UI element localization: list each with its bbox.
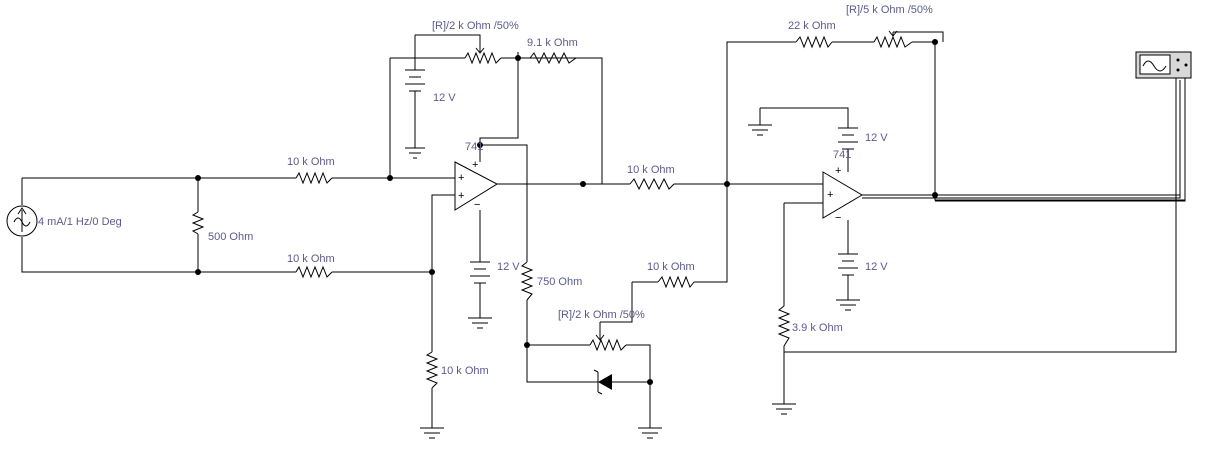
opamp-1: + + + − (454, 159, 499, 211)
ground-symbols (405, 124, 860, 439)
battery-4-symbol (838, 253, 858, 288)
source-label: 4 mA/1 Hz/0 Deg (38, 216, 122, 228)
battery-3-symbol (838, 127, 858, 165)
svg-text:−: − (474, 199, 480, 211)
labels: 4 mA/1 Hz/0 Deg 500 Ohm 10 k Ohm 10 k Oh… (38, 4, 933, 377)
svg-text:+: + (458, 190, 464, 202)
resistor-10k-top-symbol (295, 171, 333, 185)
battery-3-label: 12 V (865, 132, 888, 144)
resistor-22k-label: 22 k Ohm (788, 20, 836, 32)
potentiometer-3-label: [R]/5 k Ohm /50% (846, 4, 933, 16)
resistor-500-label: 500 Ohm (208, 231, 253, 243)
resistor-symbols (191, 35, 833, 389)
svg-text:+: + (472, 159, 478, 171)
resistor-750-label: 750 Ohm (537, 276, 582, 288)
resistor-3-9k-symbol (777, 305, 791, 347)
resistor-22k-symbol (795, 35, 833, 49)
resistor-10k-zener-label: 10 k Ohm (647, 261, 695, 273)
potentiometer-1-symbol (464, 51, 502, 65)
potentiometer-2-symbol (589, 338, 627, 352)
opamp-2-label: 741 (833, 149, 851, 161)
resistor-10k-mid-label: 10 k Ohm (627, 164, 675, 176)
resistor-750-symbol (520, 261, 534, 301)
svg-text:+: + (458, 172, 464, 184)
resistor-500-symbol (191, 211, 205, 235)
oscilloscope-icon[interactable] (1135, 51, 1192, 79)
svg-text:+: + (827, 189, 833, 201)
resistor-10k-ground-symbol (425, 351, 439, 389)
zener-diode (593, 369, 612, 395)
battery-2-label: 12 V (497, 261, 520, 273)
resistor-10k-bottom-label: 10 k Ohm (287, 253, 335, 265)
svg-text:−: − (835, 212, 841, 224)
resistor-10k-mid-symbol (629, 177, 675, 191)
current-source (6, 205, 38, 237)
opamp-2: + + − (822, 165, 863, 224)
resistor-10k-top-label: 10 k Ohm (287, 156, 335, 168)
resistor-10k-bottom-symbol (295, 265, 333, 279)
battery-symbols (405, 60, 858, 298)
resistor-10k-zener-symbol (657, 275, 695, 289)
opamp-1-label: 741 (465, 141, 483, 153)
resistor-3-9k-label: 3.9 k Ohm (792, 322, 843, 334)
potentiometer-3-symbol (873, 35, 913, 49)
potentiometer-symbols (464, 30, 913, 352)
resistor-9-1k-symbol (529, 51, 577, 65)
potentiometer-2-label: [R]/2 k Ohm /50% (558, 309, 645, 321)
battery-1-label: 12 V (433, 92, 456, 104)
resistor-9-1k-label: 9.1 k Ohm (527, 37, 578, 49)
battery-2-symbol (470, 261, 490, 298)
potentiometer-1-label: [R]/2 k Ohm /50% (432, 20, 519, 32)
resistor-10k-ground-label: 10 k Ohm (441, 365, 489, 377)
junctions (195, 39, 938, 385)
battery-1-symbol (405, 60, 425, 96)
battery-4-label: 12 V (865, 261, 888, 273)
svg-text:+: + (835, 165, 841, 177)
